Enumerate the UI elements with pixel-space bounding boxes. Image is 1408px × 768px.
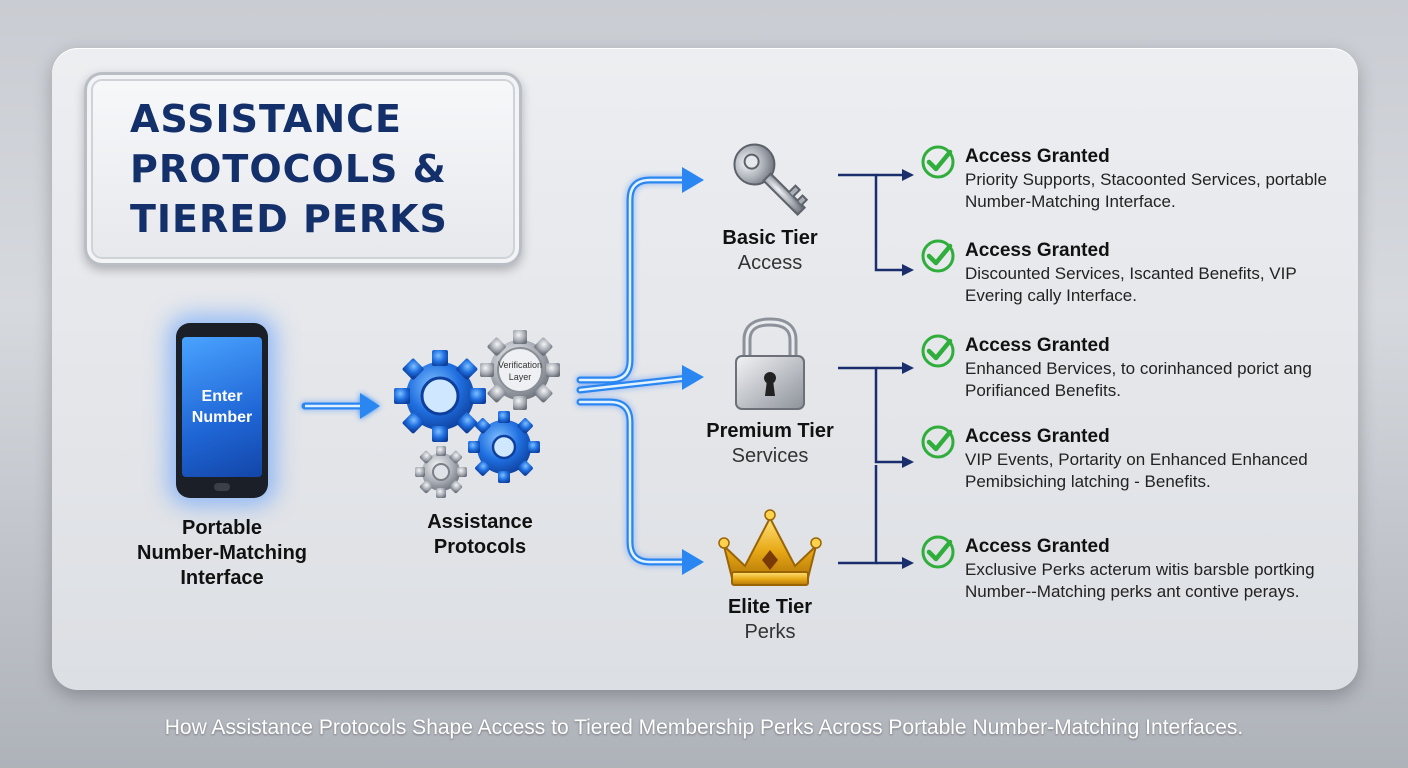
phone-label-line-1: Portable (181, 517, 263, 539)
phone-label-line-2: Number-Matching (137, 542, 307, 564)
phone-screen-line-1: Enter (201, 388, 243, 405)
phone-icon: Enter Number (176, 323, 268, 498)
grant-description: Priority Supports, Stacoonted Services, … (965, 170, 1327, 211)
tier-elite-name: Elite Tier (727, 596, 813, 618)
check-icon (921, 425, 955, 459)
tier-basic-label: Basic Tier Access (690, 226, 850, 276)
tier-premium-sub: Services (731, 445, 809, 467)
grant-description: Exclusive Perks acterum witis barsble po… (965, 560, 1315, 601)
title-line-1: ASSISTANCE (130, 97, 402, 141)
grant-heading: Access Granted (965, 426, 1110, 447)
check-icon (921, 145, 955, 179)
connectors-tiers-to-grants (838, 173, 905, 565)
verification-badge-line-1: Verification (498, 360, 542, 370)
gears-label: Assistance Protocols (395, 510, 565, 560)
phone-screen-line-2: Number (191, 409, 253, 426)
tier-premium-label: Premium Tier Services (680, 419, 860, 469)
grant-heading: Access Granted (965, 335, 1110, 356)
grant-heading: Access Granted (965, 240, 1110, 261)
gears-label-line-2: Protocols (433, 536, 527, 558)
grant-description: VIP Events, Portarity on Enhanced Enhanc… (965, 450, 1308, 491)
key-icon (733, 143, 809, 217)
tier-premium-name: Premium Tier (706, 420, 834, 442)
tier-basic-sub: Access (737, 252, 803, 274)
tier-elite-label: Elite Tier Perks (690, 595, 850, 645)
connector-arrowheads (902, 169, 914, 569)
check-icon (921, 239, 955, 273)
gears-icon: Verification Layer (394, 330, 560, 498)
title-line-3: TIERED PERKS (130, 197, 448, 241)
arrowhead-premium (682, 365, 704, 390)
verification-badge-line-2: Layer (509, 372, 532, 382)
tier-basic-name: Basic Tier (722, 227, 818, 249)
check-icon (921, 334, 955, 368)
title-line-2: PROTOCOLS & (130, 147, 447, 191)
tier-elite-sub: Perks (744, 621, 796, 643)
grant-description: Enhanced Bervices, to corinhanced porict… (965, 359, 1312, 400)
arrow-phone-to-gears (301, 393, 380, 419)
phone-label-line-3: Interface (180, 567, 264, 589)
gears-label-line-1: Assistance (427, 511, 533, 533)
crown-icon (718, 509, 822, 586)
phone-label: Portable Number-Matching Interface (112, 516, 332, 591)
padlock-icon (735, 317, 805, 410)
check-icon (921, 535, 955, 569)
phone-screen: Enter Number (182, 337, 262, 477)
title-box (84, 72, 522, 266)
arrowhead-basic (682, 167, 704, 193)
arrowhead-elite (682, 549, 704, 575)
grant-description: Discounted Services, Iscanted Benefits, … (965, 264, 1297, 305)
footer-caption: How Assistance Protocols Shape Access to… (164, 716, 1244, 739)
arrows-gears-to-tiers (576, 176, 692, 566)
phone-home-button (214, 483, 230, 491)
grant-heading: Access Granted (965, 536, 1110, 557)
grant-heading: Access Granted (965, 146, 1110, 167)
page-title: ASSISTANCE PROTOCOLS & TIERED PERKS (130, 94, 510, 244)
